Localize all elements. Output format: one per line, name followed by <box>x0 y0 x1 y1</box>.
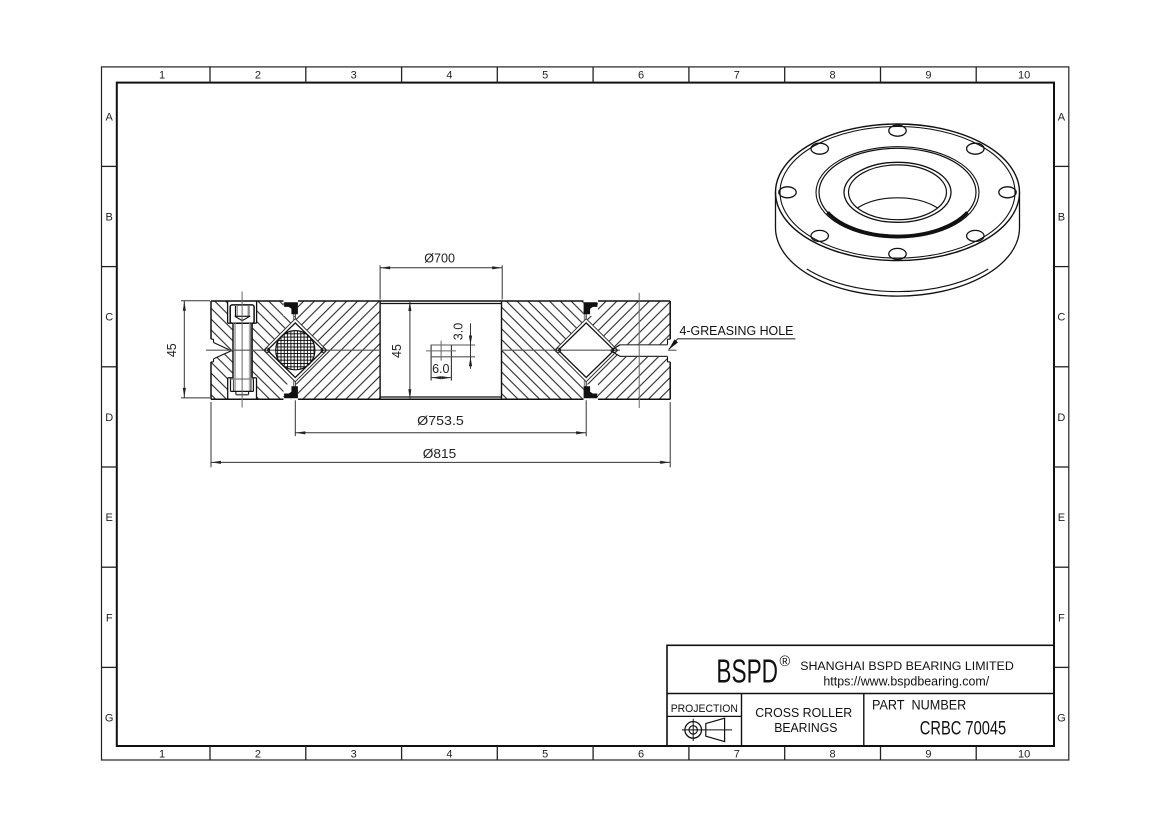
svg-text:G: G <box>105 713 114 725</box>
svg-text:1: 1 <box>159 749 165 761</box>
svg-text:C: C <box>105 312 113 324</box>
svg-text:45: 45 <box>165 343 179 357</box>
svg-text:Ø815: Ø815 <box>423 446 457 461</box>
svg-text:2: 2 <box>255 70 261 82</box>
svg-text:2: 2 <box>255 749 261 761</box>
svg-text:8: 8 <box>830 749 836 761</box>
svg-text:7: 7 <box>734 749 740 761</box>
svg-text:3: 3 <box>351 749 357 761</box>
svg-text:45: 45 <box>390 344 404 358</box>
svg-text:B: B <box>106 212 113 224</box>
svg-text:6.0: 6.0 <box>432 362 449 376</box>
svg-text:PROJECTION: PROJECTION <box>671 703 738 715</box>
svg-text:A: A <box>106 111 114 123</box>
svg-text:A: A <box>1058 111 1066 123</box>
svg-text:4-GREASING HOLE: 4-GREASING HOLE <box>680 324 794 338</box>
svg-text:9: 9 <box>925 749 931 761</box>
svg-text:10: 10 <box>1018 749 1030 761</box>
svg-text:9: 9 <box>925 70 931 82</box>
svg-text:BSPD: BSPD <box>716 654 778 691</box>
svg-text:CROSS ROLLER: CROSS ROLLER <box>755 705 852 720</box>
svg-text:6: 6 <box>638 749 644 761</box>
svg-text:Ø753.5: Ø753.5 <box>417 413 464 428</box>
svg-text:https://www.bspdbearing.com/: https://www.bspdbearing.com/ <box>823 674 989 688</box>
svg-text:E: E <box>1058 512 1065 524</box>
svg-text:7: 7 <box>734 70 740 82</box>
svg-text:G: G <box>1057 713 1066 725</box>
svg-text:BEARINGS: BEARINGS <box>774 720 837 735</box>
svg-text:B: B <box>1058 212 1065 224</box>
svg-text:6: 6 <box>638 70 644 82</box>
svg-text:3: 3 <box>351 70 357 82</box>
svg-text:10: 10 <box>1018 70 1030 82</box>
svg-text:4: 4 <box>446 749 452 761</box>
svg-text:®: ® <box>780 654 791 670</box>
svg-text:E: E <box>106 512 113 524</box>
svg-text:5: 5 <box>542 70 548 82</box>
svg-text:D: D <box>105 412 113 424</box>
svg-text:CRBC 70045: CRBC 70045 <box>920 718 1006 739</box>
svg-text:SHANGHAI BSPD BEARING LIMITED: SHANGHAI BSPD BEARING LIMITED <box>800 659 1014 673</box>
svg-text:C: C <box>1057 312 1065 324</box>
svg-text:F: F <box>1058 612 1065 624</box>
svg-text:F: F <box>106 612 113 624</box>
svg-text:PART NUMBER: PART NUMBER <box>872 696 966 712</box>
svg-text:3.0: 3.0 <box>451 323 465 340</box>
svg-text:D: D <box>1057 412 1065 424</box>
svg-text:4: 4 <box>446 70 452 82</box>
svg-text:8: 8 <box>830 70 836 82</box>
svg-text:1: 1 <box>159 70 165 82</box>
svg-text:5: 5 <box>542 749 548 761</box>
svg-text:Ø700: Ø700 <box>424 250 455 265</box>
